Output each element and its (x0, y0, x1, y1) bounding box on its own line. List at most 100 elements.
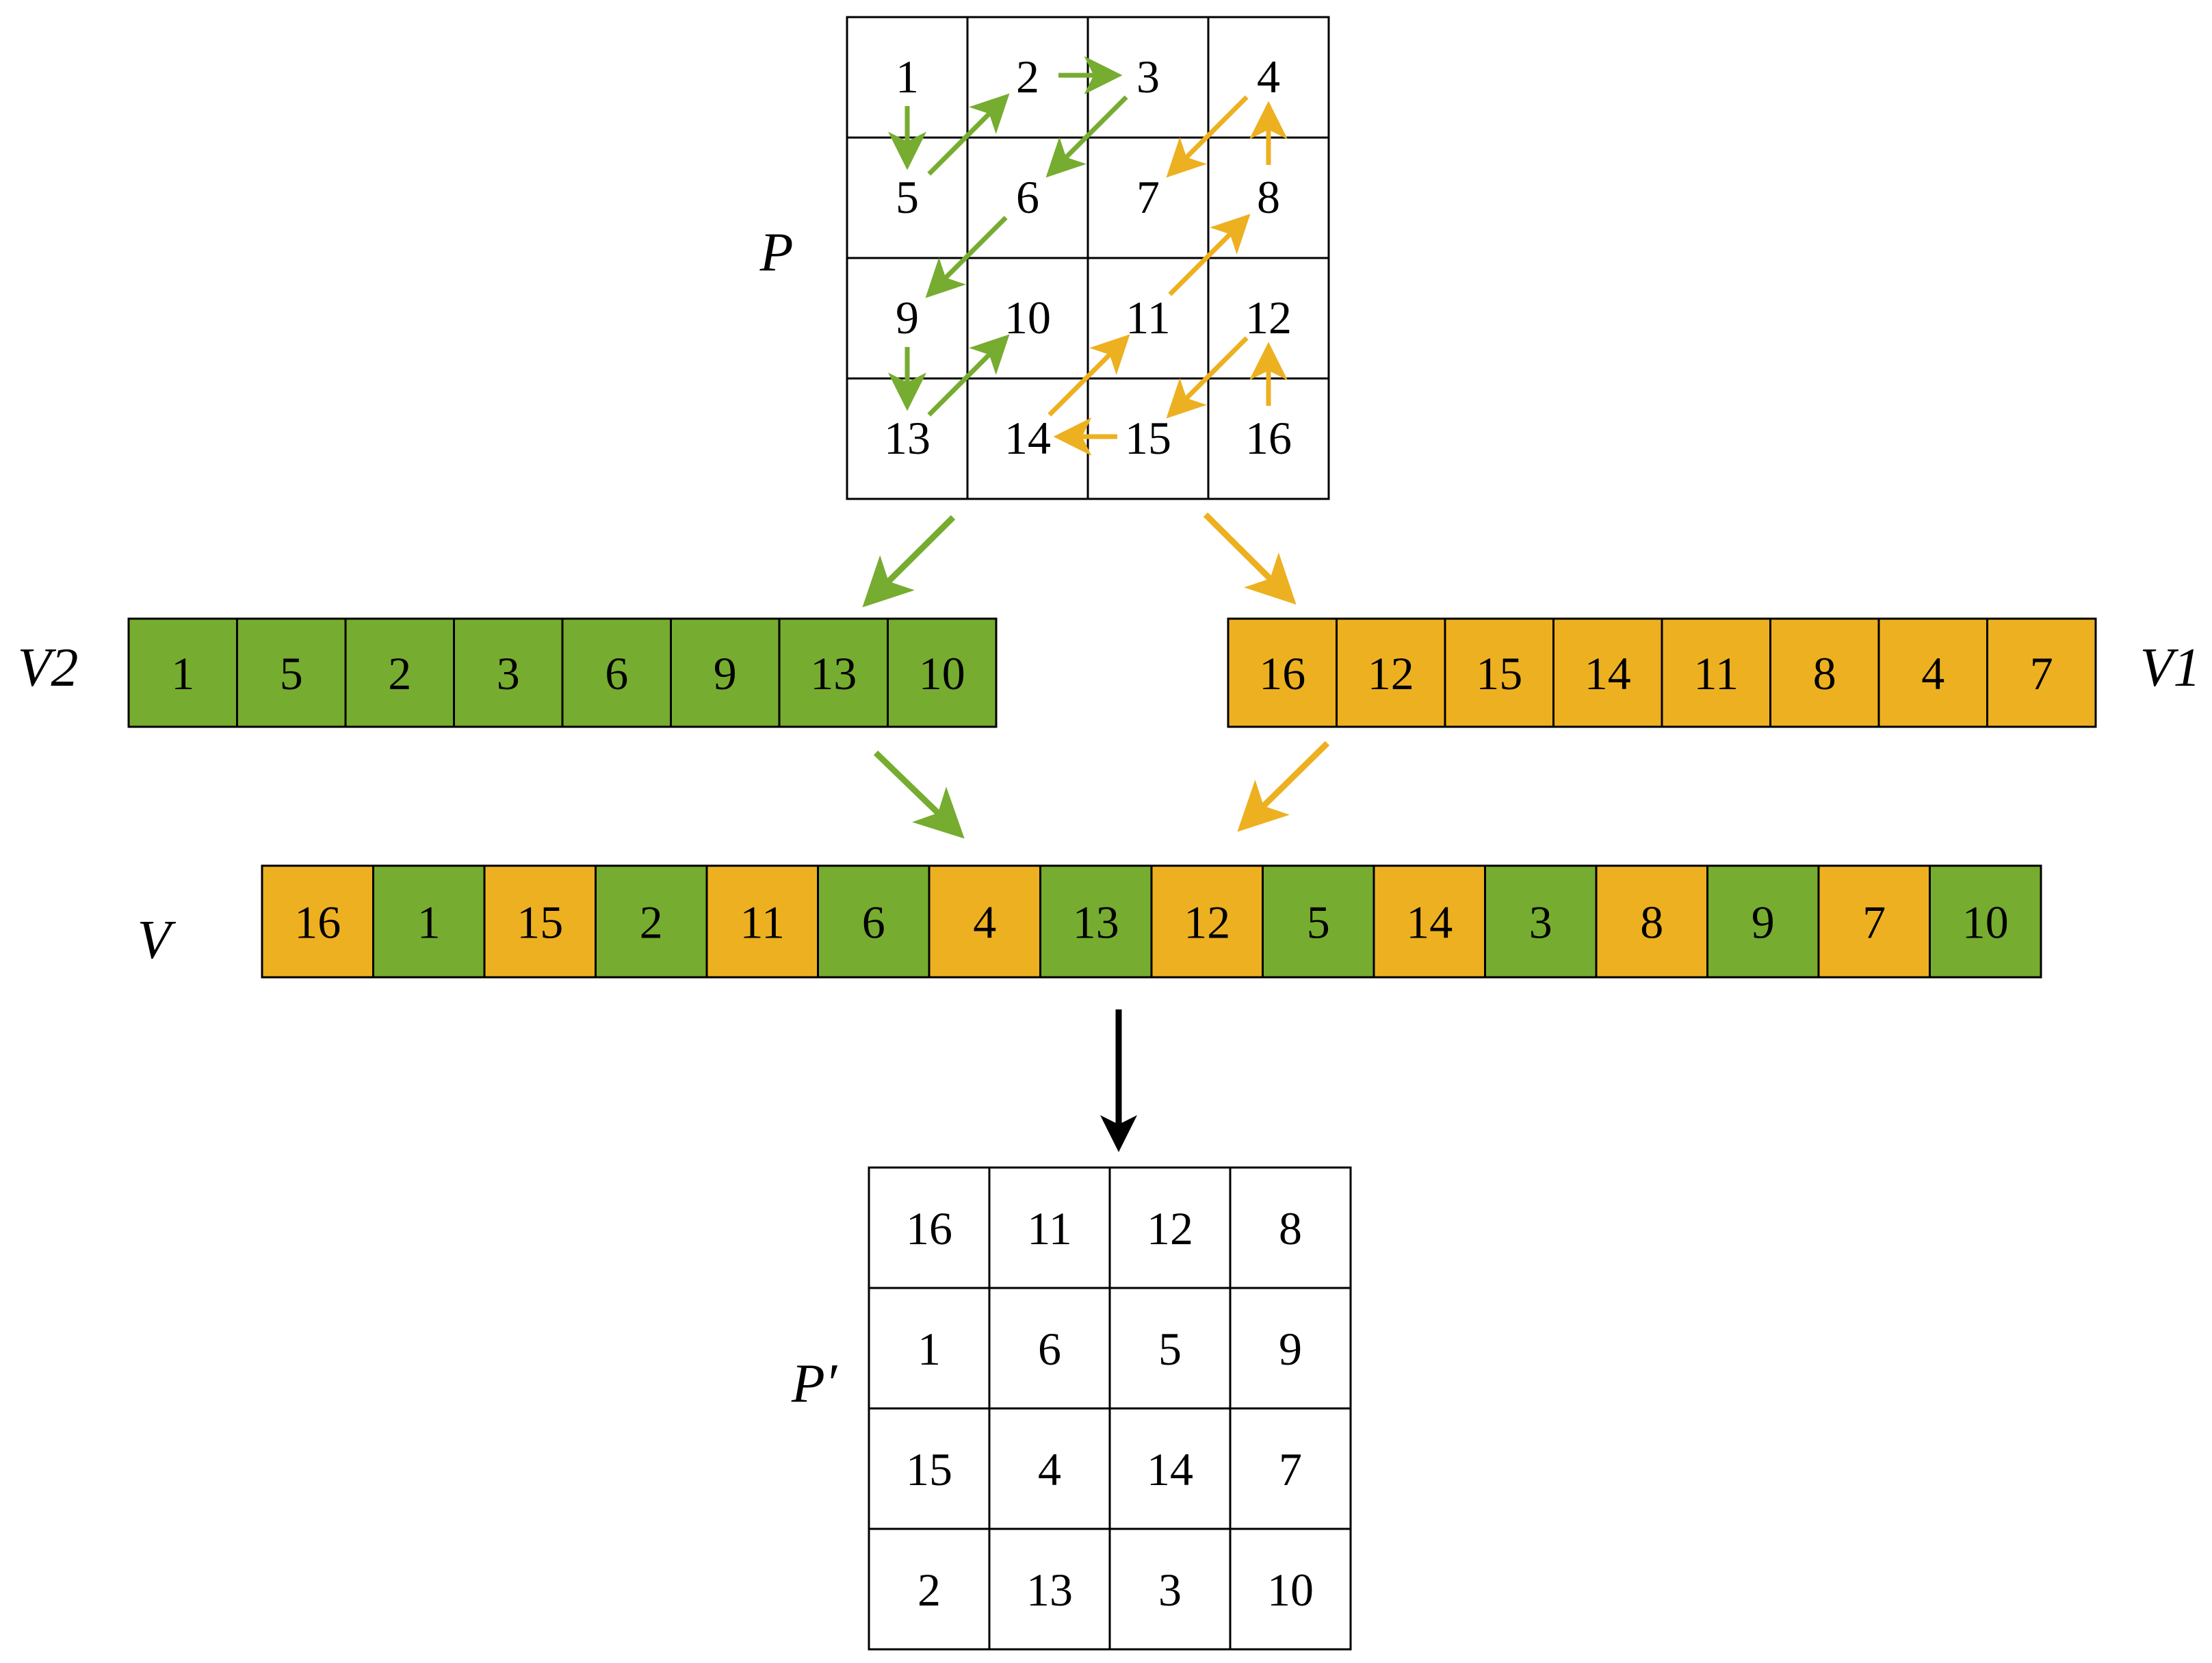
matrix-P-prime-cell: 9 (1279, 1323, 1302, 1375)
matrix-P-prime-cell-box (1108, 1527, 1232, 1651)
vector-V1-cell: 4 (1921, 647, 1944, 699)
zigzag-arrow (1168, 214, 1251, 296)
matrix-P-prime-cell: 10 (1267, 1564, 1314, 1616)
matrix-P-prime-cell: 11 (1027, 1202, 1071, 1254)
vector-V2-cell-box (127, 617, 238, 728)
vector-V1-cell: 12 (1368, 647, 1414, 699)
matrix-P-prime-cell: 14 (1147, 1443, 1193, 1495)
matrix-P-cell: 11 (1125, 292, 1170, 344)
matrix-P-prime-cell-box (1229, 1287, 1352, 1410)
vector-V2-cell: 6 (605, 647, 628, 699)
matrix-P-prime-cell: 1 (918, 1323, 941, 1375)
matrix-P-prime-cell: 5 (1158, 1323, 1182, 1375)
vector-V-cell-box (261, 864, 374, 979)
vector-V-cell: 3 (1529, 897, 1552, 949)
vector-V-cell-box (1706, 864, 1820, 979)
vector-V1-cell-box (1769, 617, 1880, 728)
vector-V1-cell: 7 (2030, 647, 2053, 699)
vector-V2: 1 5 2 3 6 9 13 10 (127, 617, 998, 728)
matrix-P-prime-cell-box (1229, 1527, 1352, 1651)
vector-V-cell: 6 (862, 897, 885, 949)
matrix-P-cell: 7 (1136, 171, 1160, 223)
matrix-P-prime-cell: 4 (1038, 1443, 1061, 1495)
vector-V2-cell: 1 (171, 647, 194, 699)
vector-V2-cell: 2 (388, 647, 411, 699)
matrix-P-prime-cell-box (1229, 1407, 1352, 1530)
matrix-P-prime-cell: 13 (1026, 1564, 1073, 1616)
vector-V-cell: 12 (1184, 897, 1230, 949)
vector-V-cell: 10 (1962, 897, 2009, 949)
vector-V2-cell: 3 (497, 647, 520, 699)
vector-V2-cell-box (778, 617, 889, 728)
zigzag-arrow (925, 216, 1008, 298)
vector-V-cell-box (1929, 864, 2042, 979)
matrix-P-prime-cell: 7 (1279, 1443, 1302, 1495)
matrix-P-cell: 12 (1245, 292, 1292, 344)
matrix-P-prime-cell-box (988, 1166, 1111, 1289)
vector-V2-cell: 13 (810, 647, 857, 699)
vector-V1-cell: 15 (1476, 647, 1522, 699)
vector-V-cell-box (372, 864, 486, 979)
matrix-P-prime-cell: 8 (1279, 1202, 1302, 1254)
matrix-P-prime-cell-box (868, 1407, 991, 1530)
matrix-P-cell: 16 (1245, 412, 1292, 464)
matrix-P-cell: 5 (896, 171, 919, 223)
zigzag-arrows (888, 56, 1288, 456)
label-V: V (138, 910, 177, 970)
vector-V1-cell: 16 (1259, 647, 1305, 699)
vector-V1-cell-box (1661, 617, 1771, 728)
vector-V1-cell-box (1336, 617, 1446, 728)
arrow-V2-to-V (873, 750, 965, 839)
zigzag-arrow (1166, 95, 1249, 178)
vector-V1-cell-box (1877, 617, 1988, 728)
matrix-P-cell: 2 (1016, 51, 1039, 103)
zigzag-arrow (1166, 336, 1249, 419)
vector-V1-cell: 11 (1694, 647, 1739, 699)
vector-V2-cell: 9 (714, 647, 737, 699)
vector-V-cell: 14 (1406, 897, 1453, 949)
vector-V1-cell-box (1227, 617, 1338, 728)
vector-V-cell: 1 (417, 897, 441, 949)
matrix-P-prime-cell-box (1229, 1166, 1352, 1289)
vector-V-cell: 8 (1640, 897, 1663, 949)
matrix-P-cell: 1 (896, 51, 919, 103)
vector-V2-cell-box (453, 617, 564, 728)
vector-V-cell: 2 (640, 897, 663, 949)
matrix-P-cell: 3 (1136, 51, 1160, 103)
vector-V1-cell: 14 (1585, 647, 1631, 699)
zigzag-arrow (1045, 95, 1128, 178)
vector-V2-cell: 10 (919, 647, 965, 699)
matrix-P-prime-cell: 15 (906, 1443, 952, 1495)
zigzag-arrow (927, 93, 1010, 176)
vector-V-cell: 11 (740, 897, 785, 949)
vector-V-cell-box (1595, 864, 1708, 979)
matrix-P-cell: 8 (1257, 171, 1280, 223)
vector-V1: 16 12 15 14 11 8 4 7 (1227, 617, 2097, 728)
matrix-P-prime-cell: 2 (918, 1564, 941, 1616)
vector-V-cell-box (1484, 864, 1598, 979)
vector-V-cell-box (483, 864, 597, 979)
vector-V-cell: 4 (973, 897, 996, 949)
matrix-P-cell: 6 (1016, 171, 1039, 223)
vector-V2-cell: 5 (280, 647, 303, 699)
vector-V-cell-box (705, 864, 819, 979)
zigzag-arrow (927, 334, 1010, 417)
matrix-P-prime-cell-box (1108, 1287, 1232, 1410)
label-V2: V2 (18, 638, 79, 698)
matrix-P-prime-cell: 3 (1158, 1564, 1182, 1616)
matrix-P-prime-cell-box (868, 1287, 991, 1410)
matrix-P-prime-cell: 12 (1147, 1202, 1193, 1254)
vector-V-cell: 15 (517, 897, 563, 949)
matrix-P-cell: 4 (1257, 51, 1280, 103)
vector-V1-cell: 8 (1813, 647, 1836, 699)
matrix-P-cell: 10 (1004, 292, 1051, 344)
matrix-P-cell: 13 (884, 412, 931, 464)
matrix-P-prime-cell: 6 (1038, 1323, 1061, 1375)
vector-V2-cell-box (236, 617, 347, 728)
vector-V2-cell-box (887, 617, 998, 728)
arrow-P-to-V2 (862, 515, 956, 608)
arrow-V1-to-V (1237, 740, 1330, 832)
